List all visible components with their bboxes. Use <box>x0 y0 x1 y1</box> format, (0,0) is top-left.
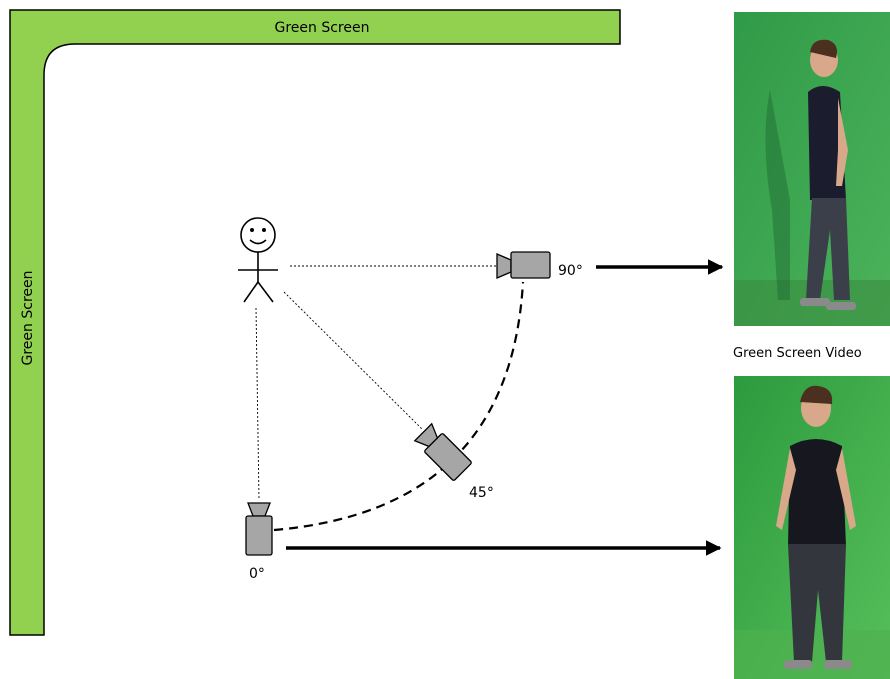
person-side-view <box>800 39 856 310</box>
camera-90-icon <box>496 251 551 279</box>
sight-lines <box>255 265 496 501</box>
video-frame-side-view <box>734 12 890 326</box>
subject-stick-figure <box>238 217 278 303</box>
green-screen-top-label: Green Screen <box>275 20 370 36</box>
green-screen-side-label: Green Screen <box>20 271 36 366</box>
camera-45-label: 45° <box>469 485 494 501</box>
video-frame-front-view <box>734 376 890 679</box>
camera-90-label: 90° <box>558 263 583 279</box>
camera-45-icon <box>413 422 472 481</box>
video-caption: Green Screen Video <box>733 346 862 361</box>
person-front-view <box>776 385 856 669</box>
camera-0-label: 0° <box>249 566 265 582</box>
green-screen-wall <box>9 9 621 636</box>
camera-0-icon <box>245 502 273 556</box>
